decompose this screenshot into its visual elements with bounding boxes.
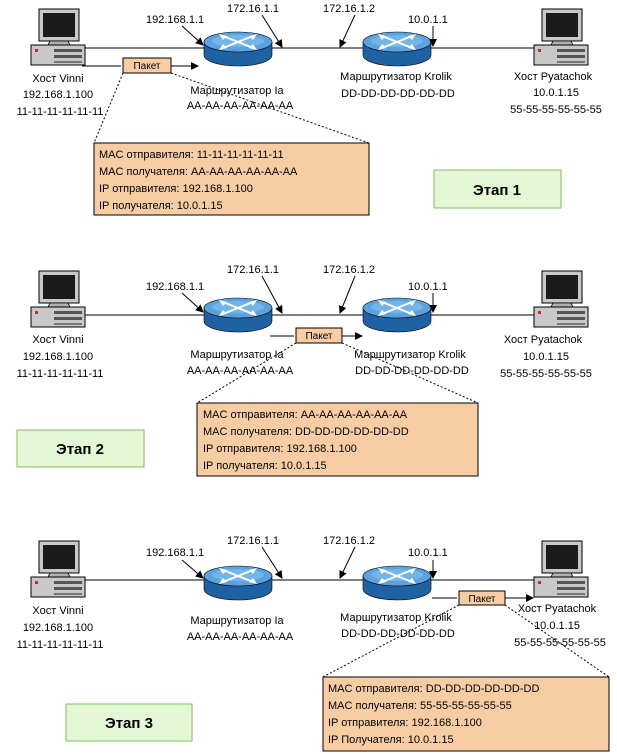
packet-info-box xyxy=(93,142,370,216)
router-2-name: Маршрутизатор Krolik xyxy=(340,71,452,83)
host-right-mac: 55-55-55-55-55-55 xyxy=(510,104,602,116)
host-right-ip: 10.0.1.15 xyxy=(523,351,569,363)
router-2-mac: DD-DD-DD-DD-DD-DD xyxy=(341,88,455,100)
pointer-arrow xyxy=(181,292,204,313)
info-src-mac: MAC отправителя: DD-DD-DD-DD-DD-DD xyxy=(328,683,539,695)
info-dst-mac: MAC получателя: DD-DD-DD-DD-DD-DD xyxy=(203,426,409,438)
router-icon xyxy=(362,565,432,601)
info-src-mac: MAC отправителя: 11-11-11-11-11-11 xyxy=(99,149,284,161)
host-left-mac: 11-11-11-11-11-11 xyxy=(17,639,104,651)
router-1-name: Маршрутизатор Ia xyxy=(190,349,284,361)
router-2-name: Маршрутизатор Krolik xyxy=(354,349,466,361)
pointer-arrow xyxy=(261,14,283,48)
info-dst-ip: IP получателя: 10.0.1.15 xyxy=(203,460,327,472)
packet-info-box xyxy=(196,402,479,477)
info-dst-ip: IP получателя: 10.0.1.15 xyxy=(99,200,223,212)
computer-icon xyxy=(533,270,589,328)
stage-label-box xyxy=(65,703,193,742)
router-1-mac: AA-AA-AA-AA-AA-AA xyxy=(187,100,294,112)
info-dst-mac: MAC получателя: AA-AA-AA-AA-AA-AA xyxy=(99,166,298,178)
host-left-name: Хост Vinni xyxy=(32,334,83,346)
stage-label: Этап 2 xyxy=(56,441,104,458)
packet-info-box xyxy=(322,676,610,752)
host-right-name: Хост Pyatachok xyxy=(518,603,597,615)
router-icon xyxy=(203,565,273,601)
computer-icon xyxy=(533,540,589,598)
callout-line xyxy=(93,72,124,144)
stage-2: 192.168.1.1 172.16.1.1 172.16.1.2 10.0.1… xyxy=(16,264,592,477)
router-icon xyxy=(362,31,432,67)
packet-label: Пакет xyxy=(133,61,160,72)
ip-label-left: 192.168.1.1 xyxy=(146,14,204,26)
router-1-name: Маршрутизатор Ia xyxy=(190,615,284,627)
router-1-name: Маршрутизатор Ia xyxy=(190,85,284,97)
computer-icon xyxy=(533,8,589,66)
computer-icon xyxy=(30,270,86,328)
pointer-arrow xyxy=(261,546,283,579)
pointer-arrow xyxy=(261,275,283,314)
callout-line xyxy=(170,72,370,144)
host-left-ip: 192.168.1.100 xyxy=(23,622,93,634)
ip-label-mid1: 172.16.1.1 xyxy=(227,535,279,547)
info-dst-mac: MAC получателя: 55-55-55-55-55-55 xyxy=(328,700,512,712)
stage-label: Этап 3 xyxy=(105,715,153,732)
ip-label-mid2: 172.16.1.2 xyxy=(323,264,375,276)
callout-line xyxy=(322,604,460,678)
ip-label-right: 10.0.1.1 xyxy=(408,281,448,293)
host-left-mac: 11-11-11-11-11-11 xyxy=(17,368,104,380)
info-src-ip: IP отправителя: 192.168.1.100 xyxy=(99,183,253,195)
host-right-mac: 55-55-55-55-55-55 xyxy=(500,368,592,380)
ip-label-mid2: 172.16.1.2 xyxy=(323,535,375,547)
router-2-mac: DD-DD-DD-DD-DD-DD xyxy=(355,365,469,377)
pointer-arrow xyxy=(339,546,356,579)
ip-label-right: 10.0.1.1 xyxy=(408,547,448,559)
pointer-arrow xyxy=(181,559,204,579)
pointer-arrow xyxy=(338,275,356,314)
info-src-ip: IP отправителя: 192.168.1.100 xyxy=(203,443,357,455)
stage-3: 192.168.1.1 172.16.1.1 172.16.1.2 10.0.1… xyxy=(17,535,610,752)
host-right-mac: 55-55-55-55-55-55 xyxy=(514,637,606,649)
host-left-ip: 192.168.1.100 xyxy=(23,89,93,101)
computer-icon xyxy=(30,540,86,598)
info-dst-ip: IP Получателя: 10.0.1.15 xyxy=(328,734,454,746)
host-right-name: Хост Pyatachok xyxy=(514,71,593,83)
stage-label-box xyxy=(16,429,145,468)
stage-label: Этап 1 xyxy=(473,182,521,199)
router-1-mac: AA-AA-AA-AA-AA-AA xyxy=(187,365,294,377)
router-icon xyxy=(362,297,432,333)
host-left-mac: 11-11-11-11-11-11 xyxy=(17,106,104,118)
ip-label-mid1: 172.16.1.1 xyxy=(227,3,279,15)
router-icon xyxy=(203,31,273,67)
info-src-ip: IP отправителя: 192.168.1.100 xyxy=(328,717,482,729)
host-left-name: Хост Vinni xyxy=(32,605,83,617)
packet-label: Пакет xyxy=(305,331,332,342)
ip-label-mid1: 172.16.1.1 xyxy=(227,264,279,276)
callout-line xyxy=(504,604,610,678)
router-icon xyxy=(203,297,273,333)
router-1-mac: AA-AA-AA-AA-AA-AA xyxy=(187,631,294,643)
pointer-arrow xyxy=(339,14,356,48)
router-2-name: Маршрутизатор Krolik xyxy=(340,612,452,624)
packet-label: Пакет xyxy=(468,594,495,605)
host-right-ip: 10.0.1.15 xyxy=(533,87,579,99)
info-src-mac: MAC отправителя: AA-AA-AA-AA-AA-AA xyxy=(203,409,408,421)
ip-label-mid2: 172.16.1.2 xyxy=(323,3,375,15)
computer-icon xyxy=(30,8,86,66)
pointer-arrow xyxy=(181,25,204,46)
host-right-name: Хост Pyatachok xyxy=(504,334,583,346)
ip-label-left: 192.168.1.1 xyxy=(146,547,204,559)
router-2-mac: DD-DD-DD-DD-DD-DD xyxy=(341,628,455,640)
host-left-name: Хост Vinni xyxy=(32,73,83,85)
stage-label-box xyxy=(433,169,562,209)
stage-1: 192.168.1.1 172.16.1.1 172.16.1.2 10.0.1… xyxy=(17,3,602,216)
ip-label-right: 10.0.1.1 xyxy=(408,14,448,26)
callout-line xyxy=(341,342,479,404)
host-left-ip: 192.168.1.100 xyxy=(23,351,93,363)
host-right-ip: 10.0.1.15 xyxy=(534,620,580,632)
ip-label-left: 192.168.1.1 xyxy=(146,281,204,293)
callout-line xyxy=(196,342,297,404)
